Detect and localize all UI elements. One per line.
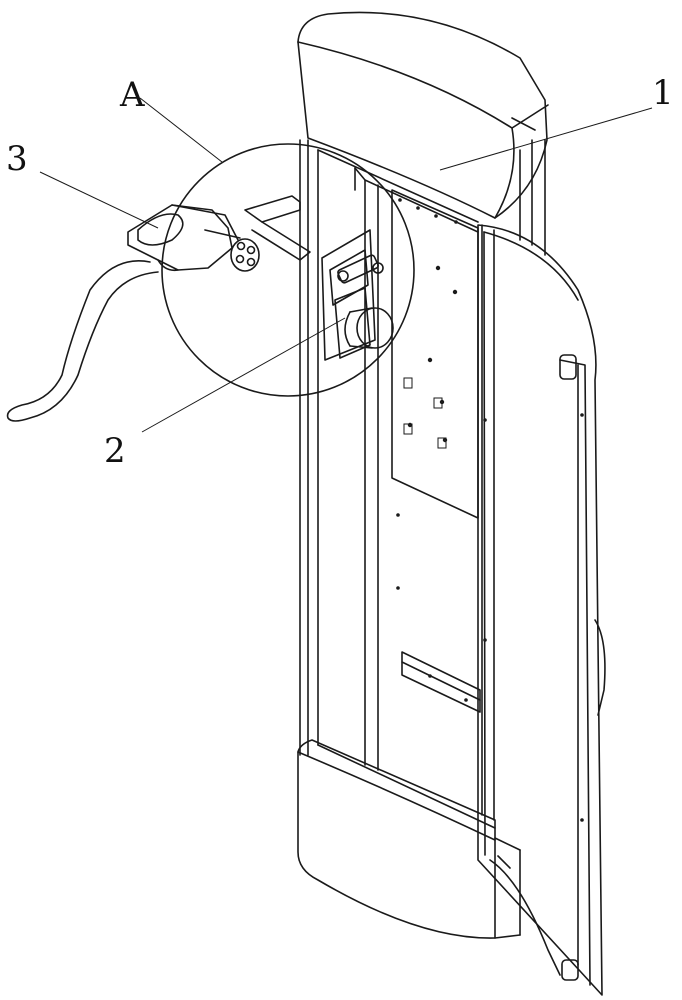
label-2: 2 (104, 431, 126, 471)
charging-plug (127, 204, 260, 272)
cross-bar (396, 418, 487, 713)
door-panel (477, 224, 606, 996)
label-detail-a: A (119, 75, 145, 115)
label-3: 3 (6, 139, 28, 179)
detail-circle-a (161, 143, 415, 397)
plug-holder-bracket (244, 195, 311, 261)
main-frame (299, 139, 546, 821)
label-1: 1 (652, 73, 674, 113)
charging-cable (6, 260, 159, 422)
leader-lines (39, 97, 653, 433)
mounting-plate (391, 189, 479, 519)
socket-assembly (321, 229, 394, 361)
bottom-base (297, 739, 521, 939)
top-cap (297, 11, 549, 219)
